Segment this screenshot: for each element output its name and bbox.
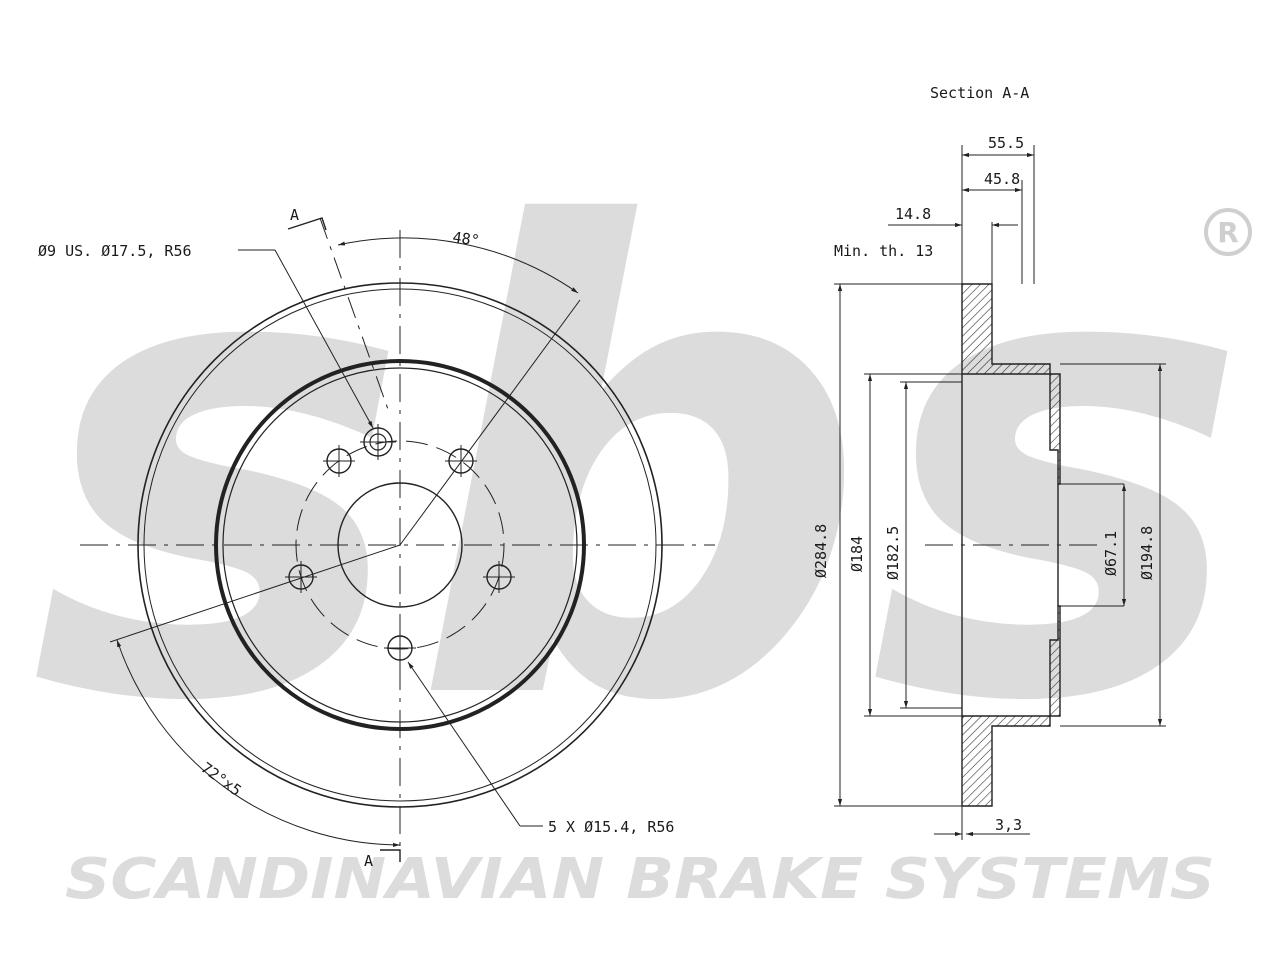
dim-thickness: 14.8 xyxy=(895,205,931,223)
dim-width-overall: 55.5 xyxy=(988,134,1024,152)
dim-diameter-194-8: Ø194.8 xyxy=(1138,526,1156,580)
section-profile-lower xyxy=(961,605,1061,807)
section-view: Section A-A xyxy=(812,84,1166,840)
dim-offset: 3,3 xyxy=(995,816,1022,834)
dim-min-thickness: Min. th. 13 xyxy=(834,242,933,260)
dim-outer-diameter: Ø284.8 xyxy=(812,524,830,578)
section-profile-upper xyxy=(961,283,1061,485)
angle-48-label: 48° xyxy=(451,228,480,250)
angle-72-arc xyxy=(116,639,401,848)
section-mark-top: A xyxy=(290,206,299,224)
dim-width-hat: 45.8 xyxy=(984,170,1020,188)
wheel-hole-note: 5 X Ø15.4, R56 xyxy=(548,818,674,836)
dim-diameter-182-5: Ø182.5 xyxy=(884,526,902,580)
registered-mark-icon: R xyxy=(1204,208,1252,256)
wheel-bolt-hole xyxy=(483,561,515,593)
company-name: SCANDINAVIAN BRAKE SYSTEMS xyxy=(65,847,1215,912)
wheel-bolt-hole xyxy=(445,445,477,477)
section-mark-bottom: A xyxy=(364,852,373,870)
sbs-logo-watermark: sbs R SCANDINAVIAN BRAKE SYSTEMS xyxy=(30,96,1252,912)
wheel-bolt-hole xyxy=(323,445,355,477)
front-view: Ø9 US. Ø17.5, R56 5 X Ø15.4, R56 48° 72°… xyxy=(38,206,715,870)
section-title: Section A-A xyxy=(930,84,1029,102)
angle-48-arc xyxy=(337,237,579,294)
dim-diameter-184: Ø184 xyxy=(848,536,866,572)
dim-center-bore: Ø67.1 xyxy=(1102,531,1120,576)
center-bore xyxy=(337,482,463,608)
wheel-bolt-holes xyxy=(285,445,515,664)
svg-text:R: R xyxy=(1217,216,1239,249)
hat-outer-edge xyxy=(214,359,586,731)
locating-screw-hole xyxy=(360,424,396,460)
wheel-bolt-hole xyxy=(285,561,317,593)
bolt-hole-note: Ø9 US. Ø17.5, R56 xyxy=(38,242,192,260)
